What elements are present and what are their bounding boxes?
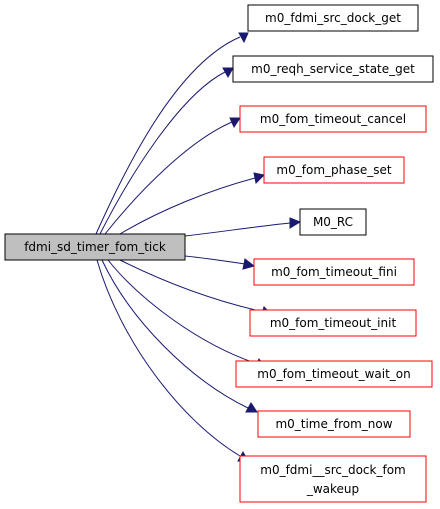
- edge-to-m0-fom-timeout-init: [119, 259, 265, 313]
- edge-to-m0-fom-timeout-fini: [184, 255, 246, 265]
- callee-label: M0_RC: [313, 215, 353, 229]
- callee-label: m0_fom_timeout_cancel: [260, 112, 406, 126]
- callee-label-line2: _wakeup: [306, 482, 359, 496]
- callee-label: m0_time_from_now: [275, 417, 392, 431]
- callee-node-m0-fdmi-src-dock-fom-wakeup[interactable]: m0_fdmi__src_dock_fom _wakeup: [239, 455, 427, 503]
- callee-node-m0-time-from-now[interactable]: m0_time_from_now: [257, 410, 411, 438]
- arrowhead: [289, 217, 302, 229]
- callee-node-m0-fdmi-src-dock-get[interactable]: m0_fdmi_src_dock_get: [247, 4, 419, 32]
- callee-label-line1: m0_fdmi__src_dock_fom: [260, 463, 405, 477]
- edge-to-m0-fdmi-src-dock-fom-wakeup: [96, 259, 241, 457]
- root-node-label: fdmi_sd_timer_fom_tick: [24, 240, 166, 254]
- edge-to-m0-rc: [184, 222, 291, 237]
- callee-node-m0-fom-timeout-cancel[interactable]: m0_fom_timeout_cancel: [239, 105, 427, 133]
- callee-node-m0-fom-timeout-wait-on[interactable]: m0_fom_timeout_wait_on: [235, 360, 433, 388]
- edge-to-m0-fdmi-src-dock-get: [95, 36, 241, 235]
- callee-label: m0_fom_timeout_fini: [271, 265, 397, 279]
- callee-node-m0-fom-timeout-init[interactable]: m0_fom_timeout_init: [249, 309, 417, 337]
- callee-label: m0_fom_timeout_wait_on: [257, 367, 411, 381]
- callee-node-m0-reqh-service-state-get[interactable]: m0_reqh_service_state_get: [232, 55, 434, 83]
- callee-node-m0-fom-phase-set[interactable]: m0_fom_phase_set: [263, 156, 405, 184]
- root-node[interactable]: fdmi_sd_timer_fom_tick: [4, 233, 186, 261]
- callee-label: m0_fdmi_src_dock_get: [265, 11, 401, 25]
- edge-to-m0-fom-timeout-cancel: [104, 121, 233, 235]
- arrowhead: [238, 32, 249, 44]
- edge-to-m0-fom-phase-set: [119, 177, 256, 235]
- arrowhead: [222, 67, 234, 79]
- callee-node-m0-rc[interactable]: M0_RC: [299, 208, 367, 236]
- callee-label: m0_fom_timeout_init: [270, 316, 397, 330]
- arrowhead: [229, 117, 241, 129]
- callee-label: m0_fom_phase_set: [276, 163, 391, 177]
- arrowhead: [242, 258, 256, 270]
- arrowhead: [253, 172, 266, 185]
- arrowhead: [245, 402, 258, 413]
- edge-to-m0-time-from-now: [101, 259, 249, 409]
- callee-node-m0-fom-timeout-fini[interactable]: m0_fom_timeout_fini: [253, 258, 415, 286]
- edge-to-m0-reqh-service-state-get: [99, 71, 226, 235]
- callee-label: m0_reqh_service_state_get: [251, 62, 415, 76]
- edge-to-m0-fom-timeout-wait-on: [107, 259, 259, 365]
- edges: [95, 32, 302, 462]
